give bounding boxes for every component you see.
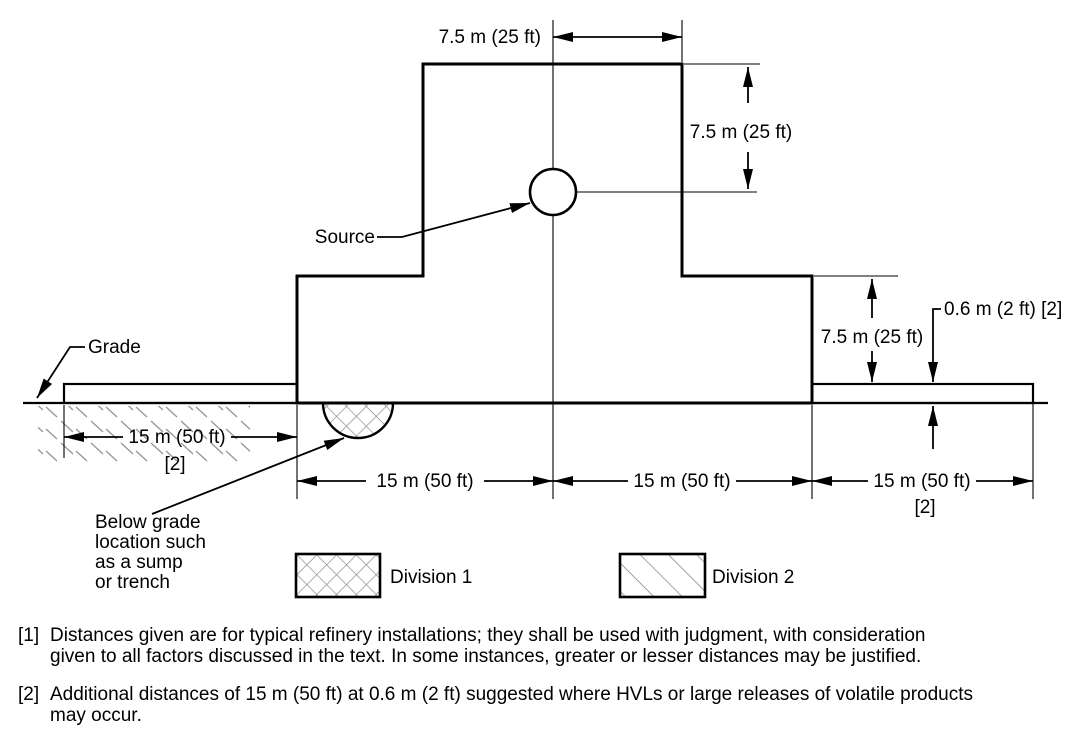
right-grade-strip <box>810 382 1035 405</box>
below-grade-label-line2: location such <box>95 532 206 553</box>
division1-label: Division 1 <box>390 567 472 588</box>
strip-thickness-leader-arrow <box>928 308 941 382</box>
diagram-labels: 7.5 m (25 ft) 7.5 m (25 ft) 7.5 m (25 ft… <box>88 27 1062 593</box>
legend: Division 1 Division 2 <box>294 552 794 599</box>
footnote2-line1: Additional distances of 15 m (50 ft) at … <box>50 684 973 705</box>
footnotes: [1] Distances given are for typical refi… <box>18 625 973 726</box>
left-distance-note: [2] <box>164 454 185 475</box>
bottom-left-distance-label: 15 m (50 ft) <box>376 471 473 492</box>
below-grade-leader-arrow <box>151 437 345 515</box>
grade-leader-arrow <box>36 346 85 399</box>
bottom-right-distance-label: 15 m (50 ft) <box>873 471 970 492</box>
below-grade-label-line4: or trench <box>95 572 170 593</box>
left-distance-label: 15 m (50 ft) <box>128 427 225 448</box>
division2-swatch <box>618 552 707 599</box>
dimension-lines <box>64 32 1033 486</box>
left-grade-strip <box>62 382 299 405</box>
division1-swatch <box>294 552 382 599</box>
footnote1-line2: given to all factors discussed in the te… <box>50 646 921 667</box>
sump-semicircle <box>321 401 395 440</box>
footnote1-marker: [1] <box>18 625 39 646</box>
top-width-label: 7.5 m (25 ft) <box>439 27 541 48</box>
footnote2-marker: [2] <box>18 684 39 705</box>
lower-right-height-label: 7.5 m (25 ft) <box>821 327 923 348</box>
footnote1-line1: Distances given are for typical refinery… <box>50 625 926 646</box>
below-grade-label-line3: as a sump <box>95 552 183 573</box>
source-leader-arrow <box>377 202 531 238</box>
grade-label: Grade <box>88 337 141 358</box>
bottom-center-distance-label: 15 m (50 ft) <box>633 471 730 492</box>
source-label: Source <box>315 227 375 248</box>
footnote2-line2: may occur. <box>50 705 142 726</box>
below-grade-label-line1: Below grade <box>95 512 201 533</box>
bottom-right-note: [2] <box>914 497 935 518</box>
upper-right-height-label: 7.5 m (25 ft) <box>690 122 792 143</box>
source-circle <box>528 167 578 217</box>
division2-label: Division 2 <box>712 567 794 588</box>
leader-arrows <box>36 202 531 515</box>
strip-thickness-label: 0.6 m (2 ft) [2] <box>944 299 1062 320</box>
division2-region <box>295 62 814 405</box>
